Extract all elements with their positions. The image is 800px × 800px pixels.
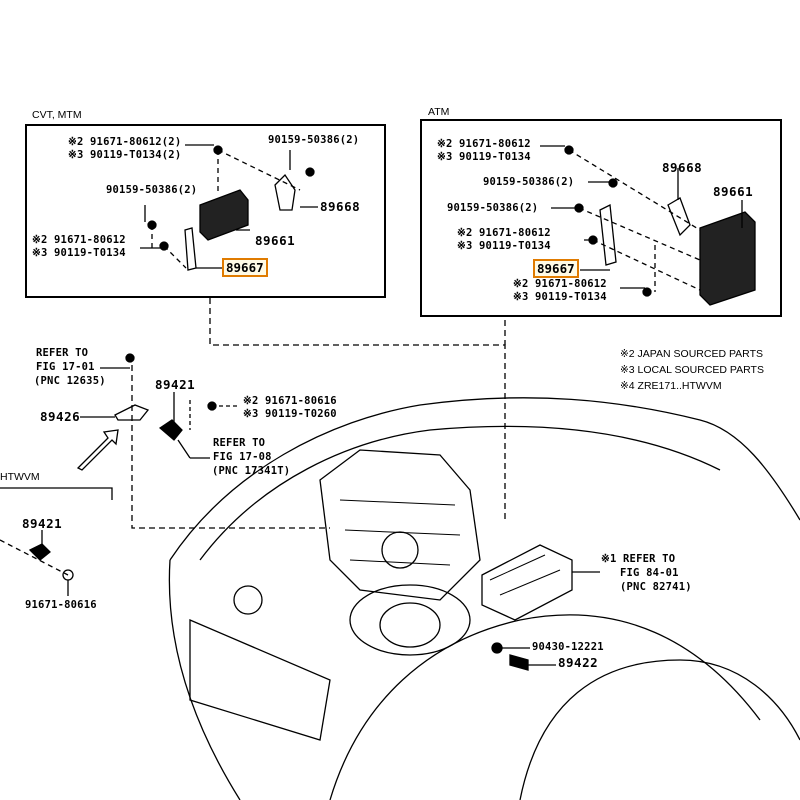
panel-atm — [420, 119, 782, 317]
panel-cvt-mtm — [25, 124, 386, 298]
car-hood-inner — [199, 425, 721, 561]
headlamp — [349, 584, 471, 656]
atm-bracket-89668 — [667, 197, 691, 237]
refer-fig-17-08-line1: REFER TO — [213, 437, 266, 449]
part-89422[interactable]: 89422 — [558, 655, 599, 670]
refer-fig-17-01-line3: (PNC 12635) — [34, 375, 106, 387]
engine-block — [319, 449, 481, 601]
panel-atm-title: ATM — [428, 106, 450, 118]
car-body-lower — [168, 559, 241, 800]
engine-bolt-label-1[interactable]: ※2 91671-80616 — [243, 395, 337, 407]
sensor-89422 — [509, 654, 529, 671]
note-local-sourced: ※3 LOCAL SOURCED PARTS — [620, 364, 764, 376]
cvt-screw-right-label[interactable]: 90159-50386(2) — [268, 134, 360, 146]
atm-part-89668[interactable]: 89668 — [662, 160, 703, 175]
refer-fig-17-08-line2[interactable]: FIG 17-08 — [213, 451, 272, 463]
cvt-ecu — [199, 189, 249, 241]
cvt-screw-left-label[interactable]: 90159-50386(2) — [106, 184, 198, 196]
sensor-89421 — [158, 419, 183, 441]
headlamp-inner — [379, 602, 441, 648]
atm-bolt-top-label-1[interactable]: ※2 91671-80612 — [437, 138, 531, 150]
cvt-part-89668[interactable]: 89668 — [320, 199, 361, 214]
refer-fig-17-01-line2[interactable]: FIG 17-01 — [36, 361, 95, 373]
atm-bolt-bottom-label-1[interactable]: ※2 91671-80612 — [513, 278, 607, 290]
refer-fig-84-01-line3: (PNC 82741) — [620, 581, 692, 593]
grille — [189, 619, 331, 741]
cvt-bolt-top-label-1[interactable]: ※2 91671-80612(2) — [68, 136, 182, 148]
cvt-bolt-bottom-label-2[interactable]: ※3 90119-T0134 — [32, 247, 126, 259]
atm-screw-label-1[interactable]: 90159-50386(2) — [483, 176, 575, 188]
note-japan-sourced: ※2 JAPAN SOURCED PARTS — [620, 348, 763, 360]
atm-bracket-89667 — [599, 203, 617, 266]
car-fender — [329, 614, 761, 800]
car-wheel-arch — [519, 659, 800, 800]
atm-bolt-mid-label-2[interactable]: ※3 90119-T0134 — [457, 240, 551, 252]
relay-box — [481, 544, 573, 621]
cvt-part-89667-highlighted[interactable]: 89667 — [222, 258, 268, 277]
part-89421[interactable]: 89421 — [155, 377, 196, 392]
atm-part-89667-highlighted[interactable]: 89667 — [533, 259, 579, 278]
refer-fig-84-01-line2[interactable]: FIG 84-01 — [620, 567, 679, 579]
part-90430-12221[interactable]: 90430-12221 — [532, 641, 604, 653]
panel-cvt-title: CVT, MTM — [32, 109, 82, 121]
htwvm-link-dashed — [131, 365, 330, 529]
part-89426[interactable]: 89426 — [40, 409, 81, 424]
refer-fig-84-01-line1: ※1 REFER TO — [601, 553, 676, 565]
atm-bolt-mid-label-1[interactable]: ※2 91671-80612 — [457, 227, 551, 239]
fog-lamp — [233, 585, 263, 615]
note-model-htwvm: ※4 ZRE171..HTWVM — [620, 380, 722, 392]
cvt-part-89661[interactable]: 89661 — [255, 233, 296, 248]
htwvm-title: HTWVM — [0, 471, 40, 483]
atm-ecu — [699, 211, 756, 306]
panel-link-dashed — [209, 298, 506, 520]
atm-screw-label-2[interactable]: 90159-50386(2) — [447, 202, 539, 214]
cvt-bracket-89668 — [274, 173, 296, 211]
arrow-indicator — [76, 429, 119, 471]
htwvm-box — [0, 487, 113, 500]
htwvm-sensor — [28, 543, 51, 561]
cvt-bolt-bottom-label-1[interactable]: ※2 91671-80612 — [32, 234, 126, 246]
cvt-bolt-top-label-2[interactable]: ※3 90119-T0134(2) — [68, 149, 182, 161]
car-hood-outline — [169, 397, 800, 561]
htwvm-part-91671-80616[interactable]: 91671-80616 — [25, 599, 97, 611]
refer-fig-17-01-line1: REFER TO — [36, 347, 89, 359]
atm-bolt-bottom-label-2[interactable]: ※3 90119-T0134 — [513, 291, 607, 303]
htwvm-part-89421[interactable]: 89421 — [22, 516, 63, 531]
atm-bolt-top-label-2[interactable]: ※3 90119-T0134 — [437, 151, 531, 163]
atm-part-89661[interactable]: 89661 — [713, 184, 754, 199]
engine-bolt-label-2[interactable]: ※3 90119-T0260 — [243, 408, 337, 420]
sensor-89426 — [114, 404, 150, 421]
refer-fig-17-08-line3: (PNC 17341T) — [212, 465, 291, 477]
